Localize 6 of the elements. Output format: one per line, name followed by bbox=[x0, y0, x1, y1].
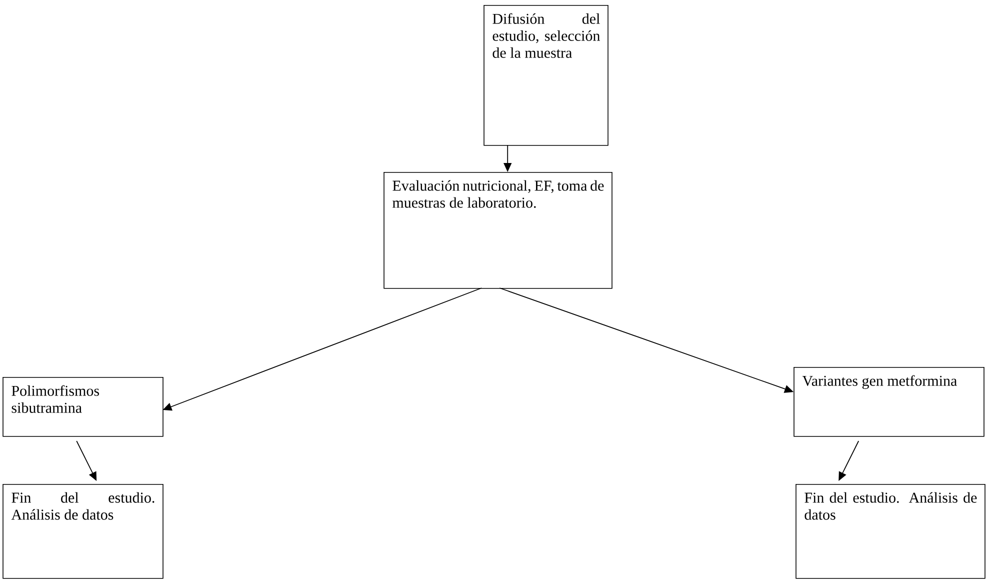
process-box: Difusión del estudio, selección de la muestra bbox=[484, 5, 608, 146]
process-box: Fin del estudio. Análisis de datos bbox=[2, 484, 164, 579]
process-box: Evaluación nutricional, EF, toma de muestras de laboratorio. bbox=[384, 172, 612, 289]
process-box: Polimorfismos sibutramina bbox=[2, 377, 164, 437]
process-box: Variantes gen metformina bbox=[794, 367, 984, 437]
process-box: Fin del estudio. Análisis de datos bbox=[796, 484, 986, 579]
